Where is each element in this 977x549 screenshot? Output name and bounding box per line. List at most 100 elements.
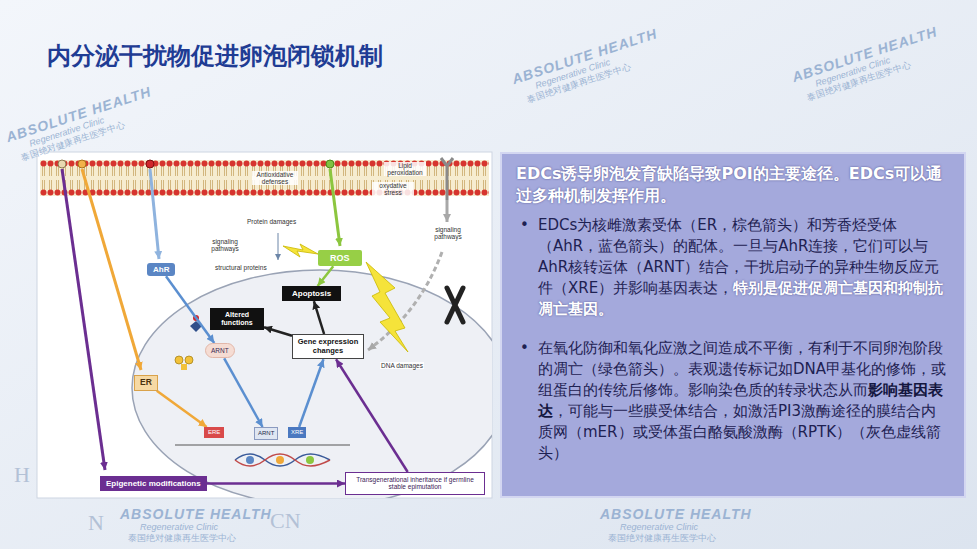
pathway-connector <box>336 359 408 472</box>
text-paragraph: ROS <box>330 253 350 263</box>
ros-lightning <box>283 244 318 257</box>
background-letter: N <box>88 510 104 536</box>
node-text: ，可能与一些膜受体结合，如激活PI3激酶途径的膜结合内质网（mER）或受体蛋白酪… <box>538 402 941 462</box>
ligand <box>146 160 154 168</box>
node-text: EDCs诱导卵泡发育缺陷导致POI的主要途径。EDCs可以通过多种机制发挥作用。 <box>516 164 942 205</box>
process-label: signaling pathways <box>204 238 246 252</box>
watermark-text: ABSOLUTE HEALTH <box>120 506 272 522</box>
membrane-receptor <box>441 158 453 200</box>
pathway-arrow <box>82 169 141 370</box>
pathway-connector <box>157 391 207 427</box>
inheritance-box: Transgenerational inheritance if germlin… <box>345 472 485 495</box>
watermark: ABSOLUTE HEALTHRegenerative Clinic泰国绝对健康… <box>790 23 946 107</box>
node-text: AhR <box>153 265 169 274</box>
node-text: Altered functions <box>221 311 253 326</box>
process-label: Protein damages <box>246 218 297 225</box>
process-label: oxydative stress <box>372 182 414 196</box>
text-paragraph: 在氧化防御和氧化应激之间造成不平衡，有利于不同卵泡阶段的凋亡（绿色箭头）。表观遗… <box>516 338 950 464</box>
watermark: ABSOLUTE HEALTHRegenerative Clinic泰国绝对健康… <box>4 83 160 167</box>
pathway-connector <box>207 482 345 485</box>
bullet: • <box>520 338 529 359</box>
node-text: ROS <box>330 253 350 263</box>
watermark-text: Regenerative Clinic <box>140 522 272 532</box>
translocator-box: ARNT <box>254 427 278 440</box>
response-element: ERE <box>204 427 224 438</box>
dna-helix <box>235 454 330 466</box>
text-paragraph: EDCs诱导卵泡发育缺陷导致POI的主要途径。EDCs可以通过多种机制发挥作用。 <box>516 163 950 207</box>
text-paragraph: ER <box>140 378 152 388</box>
node-text: XRE <box>291 429 303 435</box>
cell-figure <box>40 158 492 498</box>
text-paragraph: AhR <box>153 265 169 274</box>
pathway-connector <box>314 301 324 334</box>
process-label: Lipid peroxidation <box>384 162 426 176</box>
receptor-box: AhR <box>147 263 175 276</box>
receptor-box: ER <box>134 375 158 391</box>
cell-membrane <box>40 160 489 196</box>
node-text: ARNT <box>258 430 274 436</box>
receptor-dimer <box>175 356 193 370</box>
watermark: ABSOLUTE HEALTHRegenerative Clinic泰国绝对健康… <box>600 506 752 545</box>
pathway-arrow <box>62 169 105 470</box>
text-paragraph: Epigenetic modifications <box>106 479 201 488</box>
watermark-text: Regenerative Clinic <box>620 522 752 532</box>
background-letter: CN <box>270 508 301 534</box>
ros-box: ROS <box>318 250 362 266</box>
pathway-connector <box>166 276 214 343</box>
node-text: ER <box>140 377 152 387</box>
process-label: DNA damages <box>380 362 424 369</box>
text-paragraph: Transgenerational inheritance if germlin… <box>350 476 480 491</box>
text-paragraph: Gene expression changes <box>297 338 359 355</box>
dna-strand <box>175 445 350 446</box>
text-paragraph: ARNT <box>211 347 229 354</box>
background-letter: H <box>14 462 30 488</box>
ros-lightning <box>366 262 408 352</box>
text-paragraph: ARNT <box>258 430 274 437</box>
watermark-text: ABSOLUTE HEALTH <box>600 506 752 522</box>
node-text: ARNT <box>211 347 229 354</box>
nucleosome <box>276 456 284 464</box>
node-text: Apoptosis <box>292 289 331 298</box>
process-label: signaling pathways <box>427 226 469 240</box>
text-paragraph: Altered functions <box>215 311 259 327</box>
outcome-box: Apoptosis <box>282 286 341 301</box>
translocator-oval: ARNT <box>205 343 235 358</box>
pathway-connector <box>264 327 292 335</box>
ligand <box>326 160 334 168</box>
node-text: Epigenetic modifications <box>106 479 201 488</box>
watermark: ABSOLUTE HEALTHRegenerative Clinic泰国绝对健康… <box>120 506 272 545</box>
pathway-connector <box>299 359 323 427</box>
leader-arrow <box>278 233 279 260</box>
watermark-text: 泰国绝对健康再生医学中心 <box>128 532 272 545</box>
chromosome <box>447 288 463 322</box>
nucleosome <box>246 456 254 464</box>
node-text: ERE <box>208 429 220 435</box>
text-panel: EDCs诱导卵泡发育缺陷导致POI的主要途径。EDCs可以通过多种机制发挥作用。… <box>500 152 966 498</box>
text-paragraph: Apoptosis <box>292 289 331 298</box>
text-paragraph: EDCs为核雌激素受体（ER，棕色箭头）和芳香烃受体（AhR，蓝色箭头）的配体。… <box>516 215 950 320</box>
ligand <box>58 160 66 168</box>
nucleosome <box>306 456 314 464</box>
watermark-text: 泰国绝对健康再生医学中心 <box>608 532 752 545</box>
slide-title: 内分泌干扰物促进卵泡闭锁机制 <box>47 40 383 72</box>
pathway-arrow <box>446 200 449 222</box>
bullet: • <box>520 215 529 236</box>
text-paragraph: XRE <box>291 429 303 436</box>
outcome-box: Altered functions <box>210 308 264 330</box>
watermark: ABSOLUTE HEALTHRegenerative Clinic泰国绝对健康… <box>510 25 666 109</box>
process-label: structural proteins <box>214 264 268 271</box>
pathway-connector <box>318 266 334 286</box>
text-paragraph: ERE <box>208 429 220 436</box>
gene-box: Gene expression changes <box>292 334 364 359</box>
node-text: Gene expression changes <box>298 337 358 355</box>
nucleus <box>132 270 492 498</box>
pathway-arrow <box>330 169 340 246</box>
dna-helix <box>235 454 330 466</box>
node-text: Transgenerational inheritance if germlin… <box>356 476 474 490</box>
ligand <box>78 160 86 168</box>
process-label: Antioxidative defenses <box>252 171 298 185</box>
response-element: XRE <box>288 427 306 438</box>
epigenetic-box: Epigenetic modifications <box>100 476 207 491</box>
pathway-connector <box>224 358 262 427</box>
